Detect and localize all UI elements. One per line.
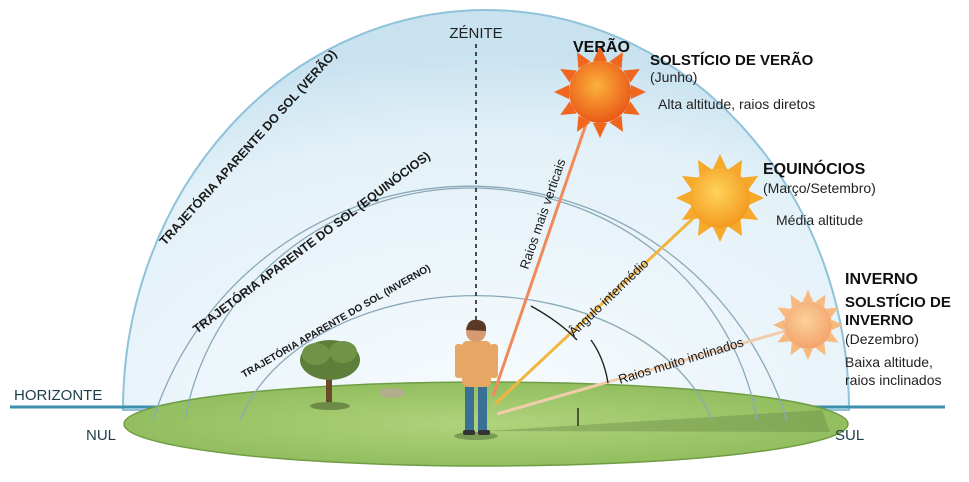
summer-month: (Junho): [650, 69, 697, 85]
angle-arc-equinox: [590, 339, 609, 384]
summer-description: Alta altitude, raios diretos: [658, 96, 815, 112]
person-icon: [454, 319, 498, 440]
equinox-path-arc: [184, 187, 758, 421]
summer-season-label: VERÃO: [573, 36, 630, 56]
equinox-title: EQUINÓCIOS: [763, 159, 866, 178]
winter-season-label: INVERNO: [845, 271, 918, 288]
north-label: NUL: [86, 427, 116, 444]
winter-title-line1: SOLSTÍCIO DE: [845, 294, 951, 311]
shadow: [486, 410, 830, 432]
summer-ray: [491, 91, 599, 397]
winter-title-line2: INVERNO: [845, 312, 914, 329]
rock-icon: [379, 388, 405, 398]
equinox-month: (Março/Setembro): [763, 180, 876, 196]
summer-path-arc: [152, 185, 788, 421]
horizon-label: HORIZONTE: [14, 387, 102, 404]
summer-sun-icon: [554, 46, 646, 138]
zenith-label: ZÉNITE: [449, 25, 502, 42]
south-label: SUL: [835, 427, 864, 444]
sky-dome: [121, 9, 851, 411]
winter-month: (Dezembro): [845, 331, 919, 347]
winter-sun-icon: [773, 290, 843, 360]
angle-arc-summer: [530, 305, 578, 341]
winter-description-line2: raios inclinados: [845, 372, 942, 388]
equinox-ray: [493, 194, 719, 406]
equinox-description: Média altitude: [776, 212, 863, 228]
tree-icon: [300, 340, 360, 410]
summer-title: SOLSTÍCIO DE VERÃO: [650, 51, 814, 69]
winter-ray: [496, 323, 807, 416]
winter-description-line1: Baixa altitude,: [845, 354, 933, 370]
equinox-sun-icon: [676, 154, 764, 242]
